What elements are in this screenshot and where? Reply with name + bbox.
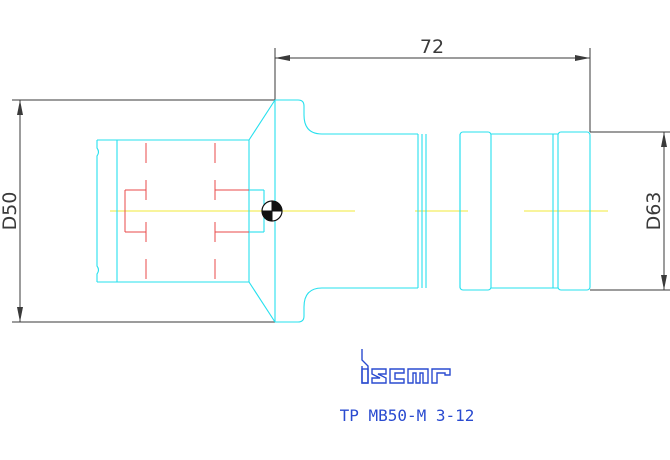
iscar-logo — [361, 349, 451, 384]
dim-label-d50: D50 — [0, 192, 21, 231]
part-outline — [96, 99, 591, 323]
hidden-lines — [124, 143, 249, 279]
dimension-arrows — [17, 55, 667, 322]
dim-label-72: 72 — [420, 36, 444, 58]
dimension-lines — [12, 48, 670, 323]
center-mark-icon — [261, 200, 283, 222]
part-caption: TP MB50-M 3-12 — [340, 406, 475, 425]
dim-label-d63: D63 — [643, 192, 665, 231]
